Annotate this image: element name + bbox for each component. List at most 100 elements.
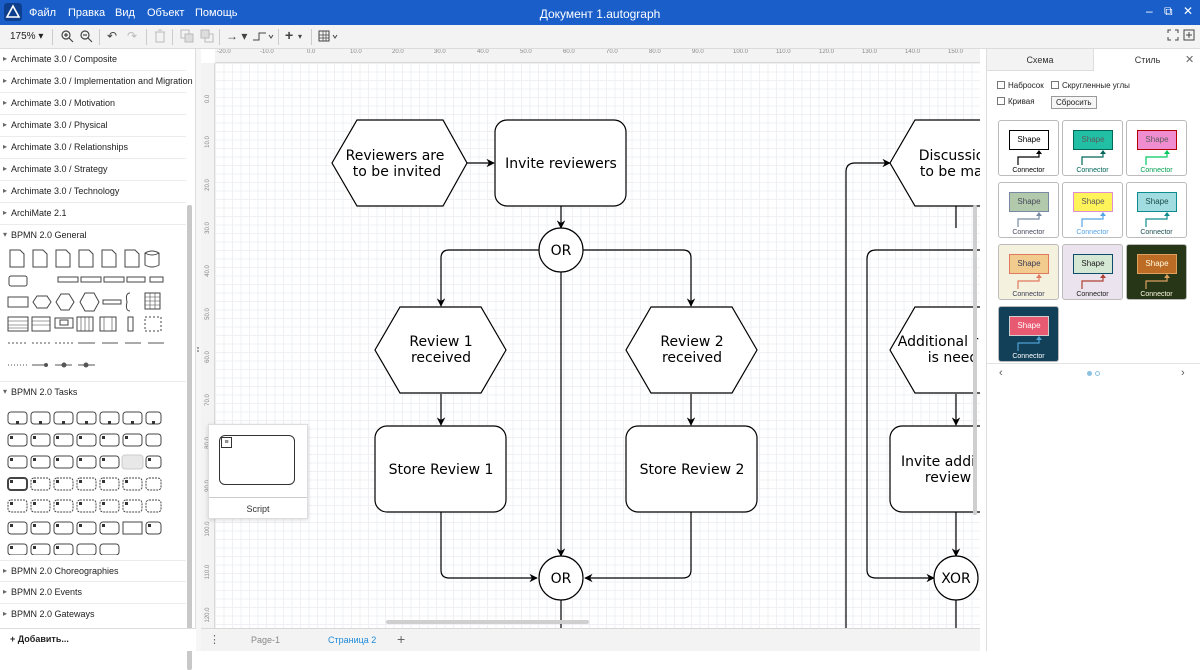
sidebar-scrollbar[interactable] [187,205,192,670]
menu-edit[interactable]: Правка [68,7,106,19]
edge-to-xor-left[interactable] [866,249,980,583]
tab-style[interactable]: Стиль [1094,49,1200,71]
library-bpmn-choreographies[interactable]: ▸BPMN 2.0 Choreographies [0,560,186,582]
library-bpmn-general[interactable]: ▾BPMN 2.0 General [3,230,87,240]
library-bpmn-events[interactable]: ▸BPMN 2.0 Events [0,582,186,604]
menu-bar: Файл Правка Вид Объект Помощь Документ 1… [0,0,1200,25]
node-additional-needed[interactable] [889,306,980,394]
toolbar: 175% ▾ ↶ ↷ → ▾ + ▾ [0,25,1200,49]
edge-or-to-review2[interactable] [583,249,696,307]
curved-checkbox[interactable]: Кривая [997,97,1035,106]
tab-page-1[interactable]: Page-1 [251,635,281,645]
zoom-select[interactable]: 175% ▾ [10,31,44,42]
page-tab-bar: ⋮ Page-1 Страница 2 + [201,628,980,651]
library-archimate-physical[interactable]: ▸Archimate 3.0 / Physical [0,115,186,137]
library-archimate-motivation[interactable]: ▸Archimate 3.0 / Motivation [0,93,186,115]
edge-store2-to-or[interactable] [584,512,692,583]
minimize-icon[interactable]: ‒ [1146,4,1153,18]
menu-file[interactable]: Файл [29,7,57,19]
node-invite-additional[interactable] [889,425,980,513]
undo-icon[interactable]: ↶ [107,29,118,43]
sketch-checkbox[interactable]: Набросок [997,81,1044,90]
close-window-icon[interactable]: ✕ [1183,4,1194,18]
node-xor[interactable] [933,555,979,601]
node-discussion[interactable] [889,119,980,207]
zoom-in-icon[interactable] [60,29,74,46]
redo-icon[interactable]: ↷ [127,29,138,43]
edge-to-discussion[interactable] [845,158,891,628]
maximize-icon[interactable]: ⧉ [1164,4,1173,18]
node-or-top[interactable] [538,227,584,273]
fullscreen-icon[interactable] [1167,29,1179,44]
style-page-dot-1[interactable] [1087,371,1092,376]
library-bpmn-tasks[interactable]: ▾BPMN 2.0 Tasks [0,381,186,403]
add-library-button[interactable]: + Добавить... [0,628,196,651]
menu-help[interactable]: Помощь [195,7,238,19]
label-invite-reviewers: Invite reviewers [505,156,617,172]
style-tile-connector-label: Connector [1140,167,1173,174]
delete-icon[interactable] [154,29,166,46]
node-or-bottom[interactable] [538,555,584,601]
library-archimate-2-1[interactable]: ▸ArchiMate 2.1 [0,203,186,225]
waypoint-style-icon[interactable] [252,29,274,46]
library-bpmn-gateways[interactable]: ▸BPMN 2.0 Gateways [3,609,95,619]
node-store-review2[interactable] [625,425,758,513]
style-tile-connector-label: Connector [1012,167,1045,174]
tab-page-2[interactable]: Страница 2 [328,635,377,645]
style-prev-icon[interactable]: ‹ [999,367,1003,379]
node-reviewers-invited[interactable] [331,119,468,207]
node-review1-received[interactable] [374,306,507,394]
add-page-icon[interactable]: + [397,631,406,647]
reset-style-button[interactable]: Сбросить [1051,96,1097,109]
zoom-out-icon[interactable] [79,29,93,46]
pages-menu-icon[interactable]: ⋮ [209,634,220,646]
style-tile-shape-label: Shape [1137,254,1177,274]
node-review2-received[interactable] [625,306,758,394]
label-invite-additional-1: Invite addi [901,454,975,470]
diagram-canvas[interactable]: -20.0 -10.0 0.0 10.0 20.0 30.0 40.0 50.0… [201,49,980,628]
insert-icon[interactable]: + [285,27,294,43]
library-archimate-relationships[interactable]: ▸Archimate 3.0 / Relationships [0,137,186,159]
menu-view[interactable]: Вид [115,7,135,19]
style-next-icon[interactable]: › [1181,367,1185,379]
to-back-icon[interactable] [200,29,214,46]
tab-diagram[interactable]: Схема [987,49,1094,71]
rounded-checkbox[interactable]: Скругленные углы [1051,81,1130,90]
table-icon[interactable] [318,29,340,46]
edge-or-to-review1[interactable] [436,249,539,307]
canvas-vertical-scrollbar[interactable] [973,205,977,515]
bpmn-general-shapes [0,247,186,379]
close-panel-icon[interactable]: ✕ [1185,54,1195,66]
app-logo-icon [4,3,22,21]
style-tile-shape-label: Shape [1009,254,1049,274]
node-invite-reviewers[interactable] [494,119,627,207]
node-store-review1[interactable] [374,425,507,513]
library-archimate-implementation[interactable]: ▸Archimate 3.0 / Implementation and Migr… [0,71,193,93]
to-front-icon[interactable] [180,29,194,46]
library-archimate-technology[interactable]: ▸Archimate 3.0 / Technology [0,181,186,203]
library-archimate-composite[interactable]: ▸Archimate 3.0 / Composite [0,49,186,71]
connection-style-icon[interactable]: → ▾ [226,29,248,43]
canvas-horizontal-scrollbar[interactable] [386,620,589,624]
insert-dropdown-icon[interactable]: ▾ [298,32,303,41]
style-page-dot-2[interactable] [1095,371,1100,376]
label-or-top: OR [551,243,572,259]
edge-store1-to-or[interactable] [440,512,538,583]
sidebar-splitter[interactable] [196,49,201,651]
style-tile-connector-label: Connector [1076,167,1109,174]
style-tile-shape-label: Shape [1009,130,1049,150]
collapse-icon[interactable] [1183,29,1195,44]
library-archimate-strategy[interactable]: ▸Archimate 3.0 / Strategy [0,159,186,181]
menu-object[interactable]: Объект [147,7,185,19]
label-additional-2: is need [928,350,979,366]
